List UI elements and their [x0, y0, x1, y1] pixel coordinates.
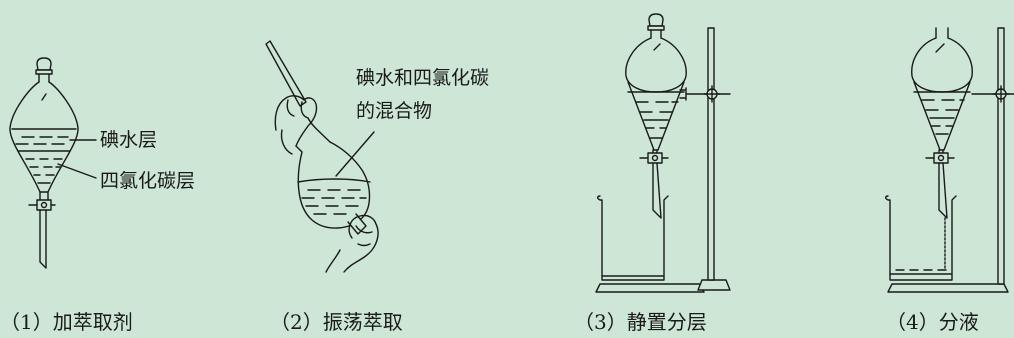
figure-3-standing-apparatus — [595, 13, 731, 293]
caption-step-4: （4）分液 — [886, 310, 979, 334]
caption-step-2: （2）振荡萃取 — [270, 310, 403, 334]
figure-2-shaking-funnel — [265, 40, 379, 273]
caption-step-3: （3）静置分层 — [574, 310, 707, 334]
figure-4-separating-apparatus — [885, 27, 1014, 293]
label-mixture-line-2: 的混合物 — [356, 100, 433, 122]
caption-step-1: （1）加萃取剂 — [0, 310, 133, 334]
label-mixture-line-1: 碘水和四氯化碳 — [356, 67, 490, 89]
figure-1-separatory-funnel — [9, 57, 97, 269]
label-ccl4-layer: 四氯化碳层 — [100, 170, 196, 192]
label-iodine-water-layer: 碘水层 — [100, 129, 158, 151]
